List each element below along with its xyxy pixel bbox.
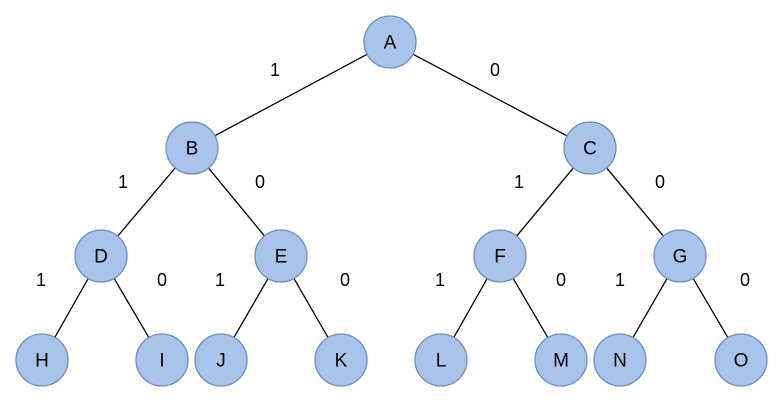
edge-a-c: [412, 53, 568, 137]
node-label-o: O: [734, 351, 749, 372]
node-circle-c: [563, 121, 617, 175]
edge-b-d: [117, 167, 176, 237]
node-circle-f: [473, 229, 527, 283]
node-label-i: I: [159, 351, 164, 372]
node-k: K: [314, 333, 368, 387]
node-label-j: J: [216, 351, 226, 372]
edge-c-g: [606, 167, 664, 237]
node-label-m: M: [553, 351, 569, 372]
edge-label-d-i: 0: [157, 270, 167, 290]
node-label-e: E: [275, 247, 288, 268]
node-circle-o: [714, 333, 768, 387]
edge-labels-layer: 1 0 1 0 1 0 1 0 1 0 1 0 1 0: [36, 60, 750, 290]
edge-label-g-o: 0: [740, 270, 750, 290]
edge-f-m: [512, 278, 549, 338]
node-label-n: N: [613, 351, 627, 372]
edge-c-f: [516, 167, 574, 237]
edge-label-e-j: 1: [215, 270, 225, 290]
edge-a-b: [214, 53, 368, 137]
edge-label-e-k: 0: [340, 270, 350, 290]
edge-e-j: [233, 278, 269, 338]
node-circle-l: [414, 333, 468, 387]
edge-label-c-g: 0: [655, 172, 665, 192]
edge-label-c-f: 1: [514, 172, 524, 192]
node-b: B: [165, 121, 219, 175]
node-label-k: K: [335, 351, 348, 372]
edge-label-d-h: 1: [36, 270, 46, 290]
edge-g-o: [692, 278, 729, 338]
edges-layer: [54, 53, 729, 338]
node-j: J: [194, 333, 248, 387]
edge-e-k: [293, 278, 329, 338]
node-label-g: G: [673, 247, 688, 268]
node-a: A: [363, 15, 417, 69]
node-label-d: D: [94, 247, 108, 268]
edge-d-h: [54, 278, 89, 338]
node-label-b: B: [186, 139, 199, 160]
node-label-a: A: [384, 33, 397, 54]
edge-b-e: [208, 167, 265, 237]
node-circle-a: [363, 15, 417, 69]
edge-label-b-d: 1: [118, 172, 128, 192]
edge-d-i: [113, 278, 150, 338]
edge-label-g-n: 1: [615, 270, 625, 290]
edge-label-f-m: 0: [556, 270, 566, 290]
node-h: H: [15, 333, 69, 387]
edge-label-a-c: 0: [490, 60, 500, 80]
node-circle-j: [194, 333, 248, 387]
node-circle-h: [15, 333, 69, 387]
node-label-f: F: [494, 247, 506, 268]
node-o: O: [714, 333, 768, 387]
node-label-c: C: [583, 139, 597, 160]
node-i: I: [135, 333, 189, 387]
edge-f-l: [453, 278, 488, 338]
node-circle-g: [653, 229, 707, 283]
node-circle-n: [593, 333, 647, 387]
node-circle-b: [165, 121, 219, 175]
node-m: M: [534, 333, 588, 387]
nodes-layer: A B C D E F G H I J K L M N O: [15, 15, 768, 387]
node-d: D: [74, 229, 128, 283]
node-circle-d: [74, 229, 128, 283]
node-circle-k: [314, 333, 368, 387]
node-label-l: L: [436, 351, 447, 372]
node-l: L: [414, 333, 468, 387]
edge-g-n: [632, 278, 668, 338]
node-circle-m: [534, 333, 588, 387]
node-g: G: [653, 229, 707, 283]
node-c: C: [563, 121, 617, 175]
edge-label-f-l: 1: [435, 270, 445, 290]
node-f: F: [473, 229, 527, 283]
node-label-h: H: [35, 351, 49, 372]
node-e: E: [254, 229, 308, 283]
edge-label-a-b: 1: [270, 60, 280, 80]
node-n: N: [593, 333, 647, 387]
edge-label-b-e: 0: [255, 172, 265, 192]
node-circle-i: [135, 333, 189, 387]
node-circle-e: [254, 229, 308, 283]
